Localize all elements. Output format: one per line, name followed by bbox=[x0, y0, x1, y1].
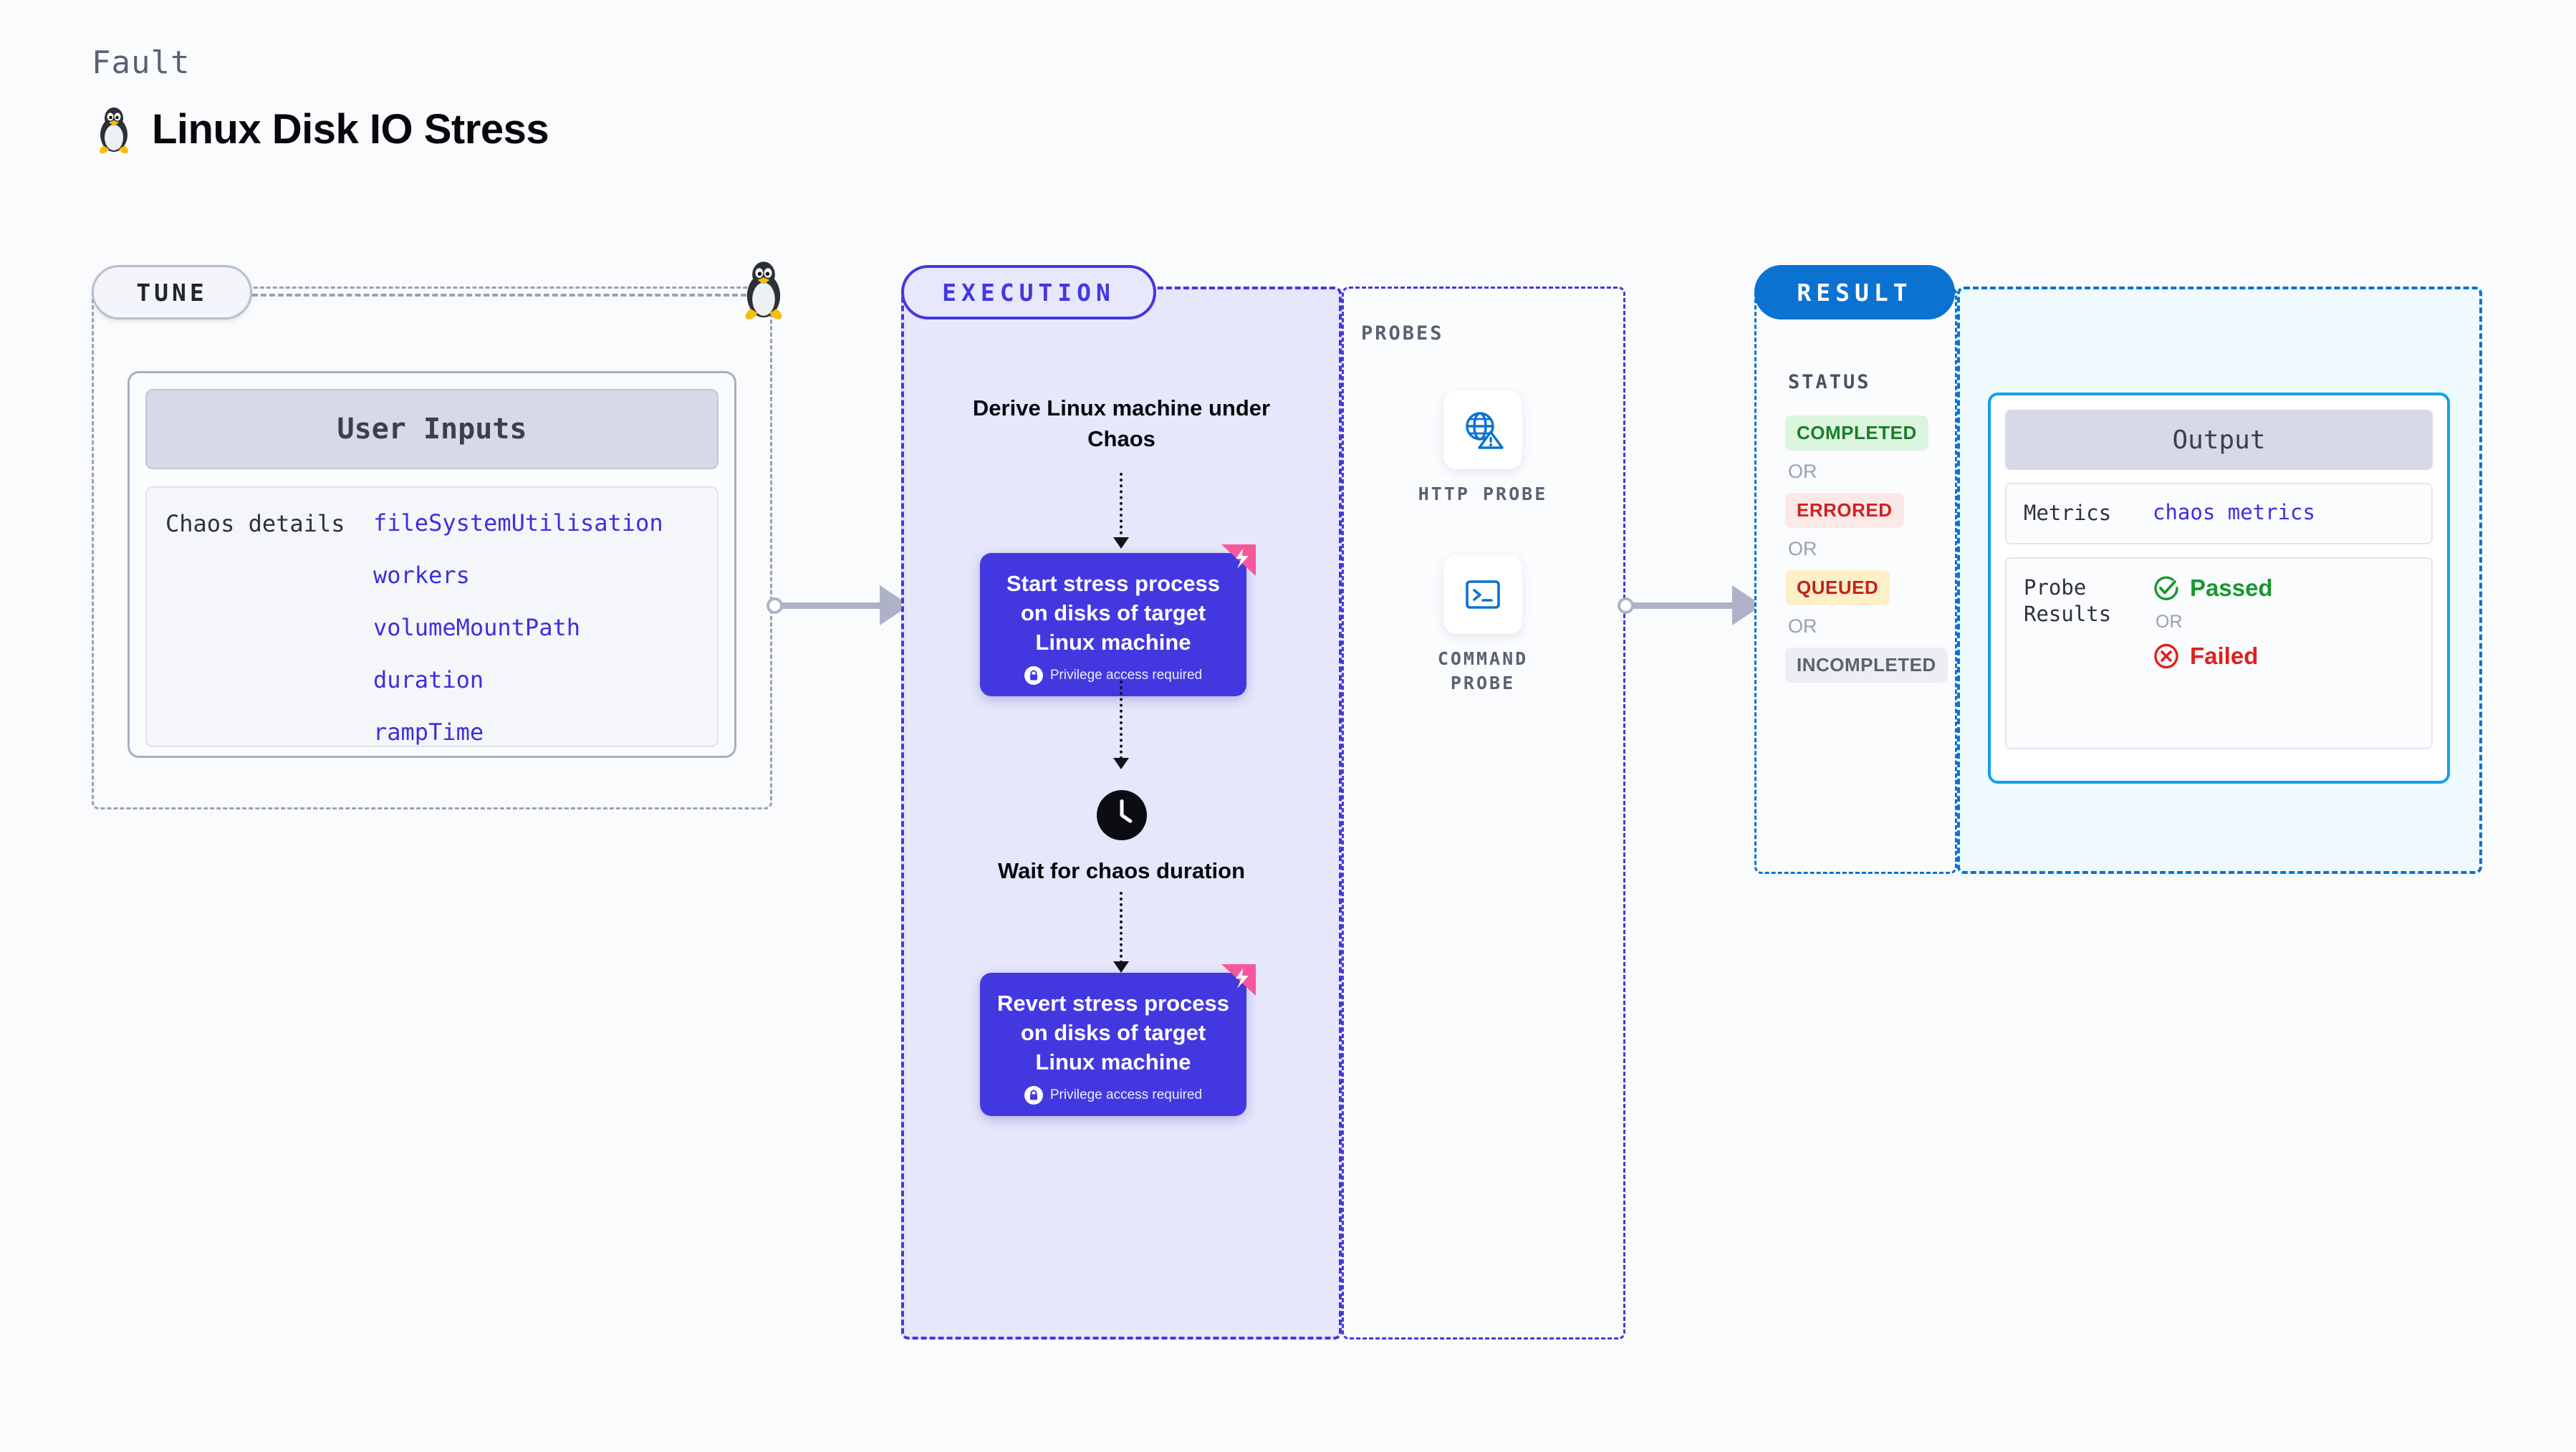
status-list: COMPLETED OR ERRORED OR QUEUED OR INCOMP… bbox=[1785, 415, 1948, 683]
privilege-badge-text: Privilege access required bbox=[1049, 1087, 1203, 1102]
execution-pill[interactable]: EXECUTION bbox=[901, 265, 1156, 319]
check-circle-icon bbox=[2154, 576, 2178, 600]
chaos-corner-icon bbox=[1221, 544, 1256, 576]
probe-results-row: Probe Results Passed OR Failed bbox=[2005, 557, 2433, 749]
param-item[interactable]: workers bbox=[373, 562, 470, 589]
param-item[interactable]: rampTime bbox=[373, 718, 484, 746]
probe-results-key: Probe Results bbox=[2024, 574, 2112, 627]
probe-http-label: HTTP PROBE bbox=[1418, 484, 1548, 504]
param-item[interactable]: fileSystemUtilisation bbox=[373, 509, 663, 537]
status-badge: ERRORED bbox=[1785, 493, 1904, 528]
probe-http[interactable]: HTTP PROBE bbox=[1404, 390, 1562, 506]
status-or-label: OR bbox=[1788, 538, 1817, 559]
chaos-details-param-list: fileSystemUtilisation workers volumeMoun… bbox=[373, 509, 663, 746]
connector-wait-to-revert bbox=[1120, 892, 1125, 963]
lock-icon bbox=[1024, 665, 1043, 685]
execution-node-start[interactable]: Start stress process on disks of target … bbox=[980, 544, 1256, 696]
status-or-label: OR bbox=[1788, 615, 1817, 637]
arrow-head-icon bbox=[1113, 961, 1129, 973]
privilege-badge-text: Privilege access required bbox=[1049, 667, 1203, 683]
fault-kicker: Fault bbox=[92, 44, 191, 81]
arrow-head-icon bbox=[1113, 758, 1129, 769]
metrics-row: Metrics chaos metrics bbox=[2005, 483, 2433, 544]
x-circle-icon bbox=[2154, 643, 2178, 668]
terminal-icon bbox=[1466, 580, 1500, 609]
probe-http-card[interactable] bbox=[1443, 390, 1522, 469]
probe-result-failed: Failed bbox=[2153, 643, 2273, 670]
connector-arrow-execution-to-result bbox=[1618, 584, 1771, 627]
metrics-key: Metrics bbox=[2024, 501, 2112, 525]
derive-machine-label: Derive Linux machine under Chaos bbox=[972, 395, 1271, 452]
privilege-badge: Privilege access required bbox=[1024, 665, 1203, 685]
status-badge: QUEUED bbox=[1785, 570, 1890, 605]
status-section-label: STATUS bbox=[1788, 371, 1871, 393]
tux-penguin-icon bbox=[100, 107, 128, 154]
connector-start-to-wait bbox=[1120, 681, 1125, 759]
arrow-head-icon bbox=[1113, 537, 1129, 549]
chaos-corner-icon bbox=[1221, 964, 1256, 996]
status-badge: INCOMPLETED bbox=[1785, 648, 1948, 683]
node-title: Start stress process on disks of target … bbox=[1006, 571, 1221, 655]
execution-node-revert[interactable]: Revert stress process on disks of target… bbox=[980, 964, 1256, 1116]
wait-label: Wait for chaos duration bbox=[997, 858, 1246, 883]
user-inputs-header: User Inputs bbox=[145, 389, 719, 469]
clock-icon bbox=[1096, 790, 1147, 840]
page-header: Fault Linux Disk IO Stress bbox=[92, 44, 549, 154]
lock-icon bbox=[1024, 1085, 1043, 1105]
output-card: Output Metrics chaos metrics Probe Resul… bbox=[1988, 393, 2450, 784]
tune-panel bbox=[92, 287, 772, 809]
param-item[interactable]: duration bbox=[373, 666, 484, 693]
status-badge: COMPLETED bbox=[1785, 415, 1928, 451]
tux-penguin-icon bbox=[745, 261, 782, 319]
probe-results-values: Passed OR Failed bbox=[2153, 574, 2273, 670]
probe-command[interactable]: COMMAND PROBE bbox=[1404, 555, 1562, 696]
user-inputs-card: User Inputs Chaos details fileSystemUtil… bbox=[128, 371, 736, 758]
tune-dash-line bbox=[252, 294, 746, 297]
output-header: Output bbox=[2005, 410, 2433, 470]
page-title: Linux Disk IO Stress bbox=[152, 105, 549, 153]
chaos-details-label: Chaos details bbox=[165, 510, 345, 537]
privilege-badge: Privilege access required bbox=[1024, 1085, 1203, 1105]
result-pill[interactable]: RESULT bbox=[1754, 265, 1955, 319]
title-row: Linux Disk IO Stress bbox=[92, 104, 549, 154]
connector-derive-to-start bbox=[1120, 473, 1125, 540]
probe-command-label: COMMAND PROBE bbox=[1437, 648, 1529, 693]
connector-arrow-tune-to-execution bbox=[766, 584, 918, 627]
metrics-value[interactable]: chaos metrics bbox=[2153, 500, 2315, 524]
globe-warning-icon bbox=[1466, 412, 1504, 449]
chaos-details-box: Chaos details fileSystemUtilisation work… bbox=[145, 486, 719, 747]
probe-or-label: OR bbox=[2156, 611, 2183, 632]
failed-label: Failed bbox=[2190, 642, 2259, 669]
probes-section-label: PROBES bbox=[1361, 322, 1444, 345]
node-title: Revert stress process on disks of target… bbox=[997, 991, 1229, 1075]
passed-label: Passed bbox=[2190, 574, 2273, 601]
status-or-label: OR bbox=[1788, 461, 1817, 482]
probe-result-passed: Passed bbox=[2153, 574, 2273, 602]
wait-for-duration-group: Wait for chaos duration bbox=[958, 789, 1284, 886]
param-item[interactable]: volumeMountPath bbox=[373, 614, 580, 641]
probe-command-card[interactable] bbox=[1443, 555, 1522, 634]
tune-pill[interactable]: TUNE bbox=[92, 265, 252, 319]
